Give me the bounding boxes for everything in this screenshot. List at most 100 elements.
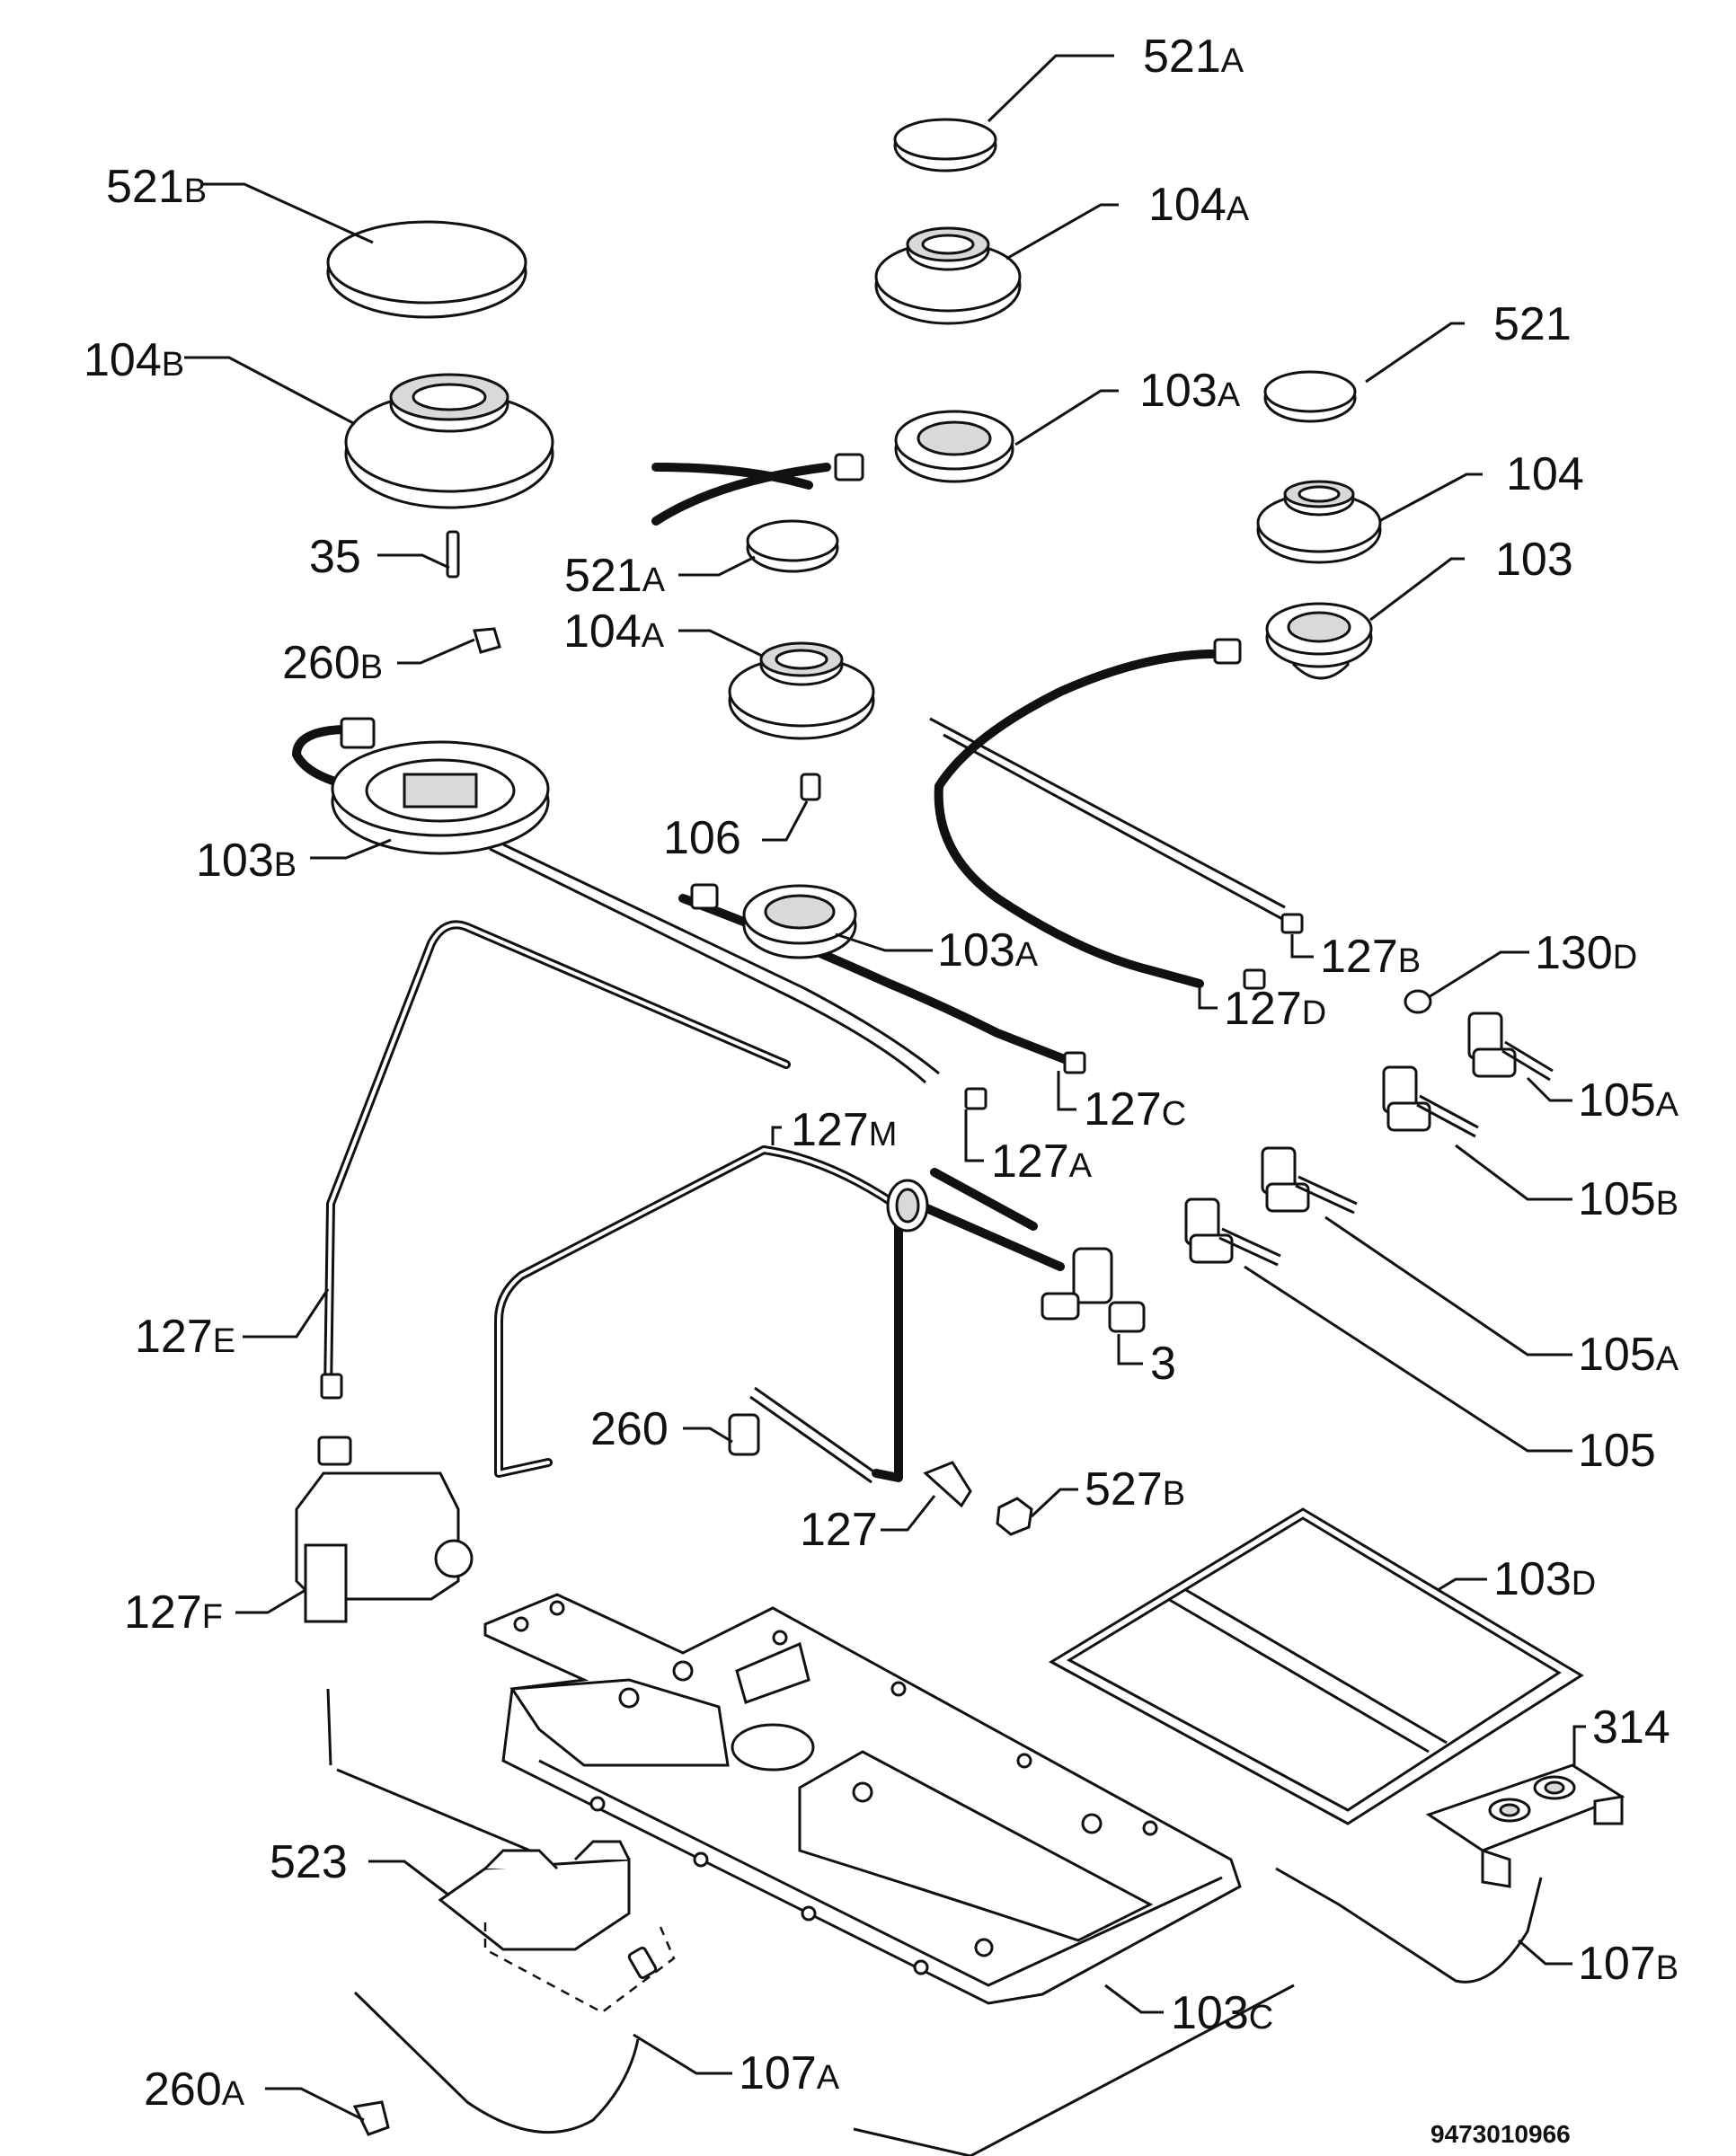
label-521A-top: 521A [1143,31,1244,83]
clip-260A [352,2100,390,2136]
label-number: 103 [1493,1553,1572,1605]
label-number: 260 [590,1403,669,1455]
base-plate-103C [483,1593,1242,2005]
label-103B: 103B [196,835,297,887]
label-suffix: A [817,2059,840,2097]
label-number: 521 [106,161,184,213]
label-number: 127 [1084,1083,1162,1135]
label-127M: 127M [791,1104,897,1156]
label-103D: 103D [1493,1553,1596,1605]
tap-105A-mid [1261,1146,1358,1215]
label-3: 3 [1150,1338,1176,1390]
label-number: 260 [144,2063,222,2116]
label-suffix: B [184,172,207,210]
label-suffix: F [202,1598,223,1636]
label-107B: 107B [1578,1938,1678,1990]
label-number: 103 [937,924,1015,976]
label-number: 521 [1143,31,1221,83]
label-527B: 527B [1085,1463,1185,1515]
label-127F: 127F [124,1586,223,1639]
bracket-314 [1425,1763,1625,1888]
label-number: 104 [563,605,642,658]
label-number: 130 [1535,927,1613,979]
label-number: 104 [1506,448,1584,500]
nut-130D [1404,989,1432,1014]
label-number: 127 [135,1311,213,1363]
label-suffix: A [1069,1147,1093,1185]
label-suffix: A [642,617,665,655]
label-number: 523 [270,1836,348,1888]
burner-heads [344,226,1382,740]
label-suffix: A [1015,936,1039,974]
label-suffix: C [1249,1999,1273,2037]
spark-plug-35 [446,530,460,579]
label-number: 521 [564,550,642,602]
label-127A: 127A [991,1135,1093,1188]
label-523: 523 [270,1836,348,1888]
label-suffix: B [360,649,383,686]
burner-cups [331,410,1373,959]
label-104: 104 [1506,448,1584,500]
label-suffix: D [1613,939,1637,976]
label-suffix: E [213,1322,235,1360]
label-127B: 127B [1320,931,1421,983]
label-number: 107 [739,2047,817,2099]
tap-105A-top [1467,1012,1554,1082]
label-suffix: B [274,846,297,884]
label-number: 127 [991,1135,1069,1188]
label-104A-top: 104A [1148,179,1250,231]
label-521: 521 [1493,298,1572,350]
label-127C: 127C [1084,1083,1186,1135]
label-260A: 260A [144,2063,245,2116]
label-number: 127 [791,1104,869,1156]
label-105A-top: 105A [1578,1074,1679,1127]
label-suffix: A [1227,190,1250,228]
label-number: 527 [1085,1463,1163,1515]
label-suffix: A [1656,1086,1679,1124]
label-suffix: A [222,2075,245,2113]
label-number: 127 [1320,931,1398,983]
label-number: 105 [1578,1425,1656,1477]
label-107A: 107A [739,2047,840,2099]
label-number: 104 [1148,179,1227,231]
label-suffix: B [1656,1185,1678,1223]
label-suffix: B [1398,942,1421,980]
label-number: 127 [1224,983,1302,1035]
nut-527B [996,1497,1033,1536]
label-number: 106 [663,812,741,864]
label-103A-top: 103A [1139,365,1241,417]
label-521A-mid: 521A [564,550,666,602]
label-number: 127 [800,1504,878,1556]
label-35: 35 [309,531,361,583]
label-103A-mid: 103A [937,924,1039,976]
label-104A-mid: 104A [563,605,665,658]
drawing-code: 9473010966 [1430,2120,1571,2148]
label-105: 105 [1578,1425,1656,1477]
label-number: 127 [124,1586,202,1639]
label-suffix: A [1218,376,1241,414]
label-suffix: B [1163,1475,1185,1513]
gas-taps [1041,1012,1554,1333]
label-number: 107 [1578,1938,1656,1990]
major-parts [295,1436,1625,2156]
label-130D: 130D [1535,927,1637,979]
label-314: 314 [1592,1701,1670,1754]
clip-260 [728,1413,760,1456]
label-103: 103 [1495,534,1573,586]
gas-pipes [292,463,1543,2134]
label-suffix: D [1572,1565,1596,1603]
label-number: 103 [1495,534,1573,586]
block-127F [295,1436,474,1623]
label-number: 3 [1150,1338,1176,1390]
label-105B: 105B [1578,1173,1678,1225]
small-fittings [320,530,1432,2136]
tap-105B [1382,1065,1479,1138]
label-suffix: B [162,346,184,384]
label-suffix: A [642,561,666,599]
elbow-127 [923,1461,972,1508]
label-number: 105 [1578,1074,1656,1127]
label-127D: 127D [1224,983,1326,1035]
valve-3 [1041,1247,1146,1333]
label-127: 127 [800,1504,878,1556]
